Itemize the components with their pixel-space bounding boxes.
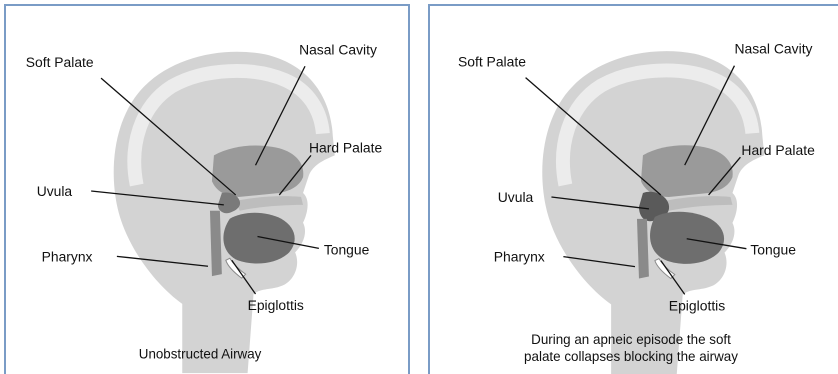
label-nasal-cavity: Nasal Cavity <box>299 41 377 57</box>
panel-unobstructed-airway: Soft Palate Nasal Cavity Hard Palate Uvu… <box>4 4 410 374</box>
panel-apneic-episode: Soft Palate Nasal Cavity Hard Palate Uvu… <box>428 4 838 374</box>
pharynx-shape <box>210 211 222 276</box>
label-soft-palate: Soft Palate <box>458 54 526 70</box>
caption-line-2: palate collapses blocking the airway <box>524 349 738 364</box>
label-epiglottis: Epiglottis <box>669 297 725 313</box>
label-soft-palate: Soft Palate <box>26 54 94 70</box>
airway-diagram-right: Soft Palate Nasal Cavity Hard Palate Uvu… <box>430 6 838 374</box>
label-pharynx: Pharynx <box>494 249 545 265</box>
label-epiglottis: Epiglottis <box>248 297 304 313</box>
label-hard-palate: Hard Palate <box>741 142 815 158</box>
label-tongue: Tongue <box>324 241 370 257</box>
label-tongue: Tongue <box>750 242 796 258</box>
nasal-cavity-shape <box>212 146 303 197</box>
label-pharynx: Pharynx <box>42 248 93 264</box>
caption-line-1: During an apneic episode the soft <box>531 332 731 347</box>
caption-line-1: Unobstructed Airway <box>139 346 262 361</box>
label-hard-palate: Hard Palate <box>309 139 382 155</box>
pharynx-shape <box>637 219 649 279</box>
label-uvula: Uvula <box>37 183 73 199</box>
label-uvula: Uvula <box>498 189 534 205</box>
airway-diagram-left: Soft Palate Nasal Cavity Hard Palate Uvu… <box>6 6 408 374</box>
label-nasal-cavity: Nasal Cavity <box>734 41 812 57</box>
